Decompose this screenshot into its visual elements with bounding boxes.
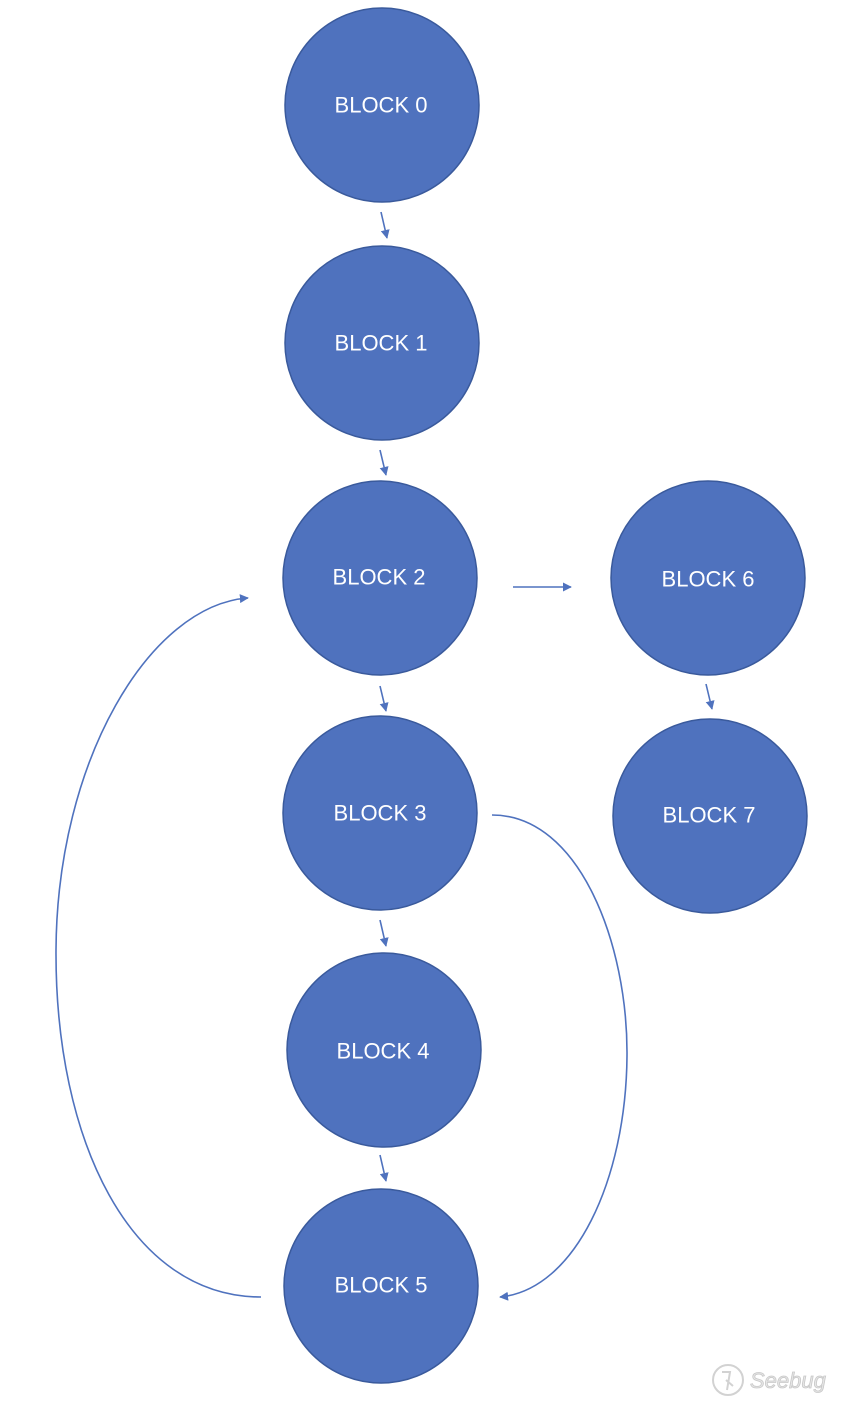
watermark: Seebug xyxy=(712,1364,827,1396)
node-label: BLOCK 2 xyxy=(333,565,426,590)
node-block-1: BLOCK 1 xyxy=(284,245,480,441)
edge-block-2-to-block-3 xyxy=(379,685,389,712)
edge-block-1-to-block-2 xyxy=(379,449,389,476)
node-label: BLOCK 6 xyxy=(662,567,755,592)
node-block-2: BLOCK 2 xyxy=(282,480,478,676)
node-block-3: BLOCK 3 xyxy=(282,715,478,911)
node-label: BLOCK 3 xyxy=(334,801,427,826)
node-block-0: BLOCK 0 xyxy=(284,7,480,203)
seebug-logo-icon xyxy=(712,1364,744,1396)
node-label: BLOCK 7 xyxy=(663,803,756,828)
node-label: BLOCK 4 xyxy=(337,1039,430,1064)
node-block-6: BLOCK 6 xyxy=(610,480,806,676)
node-label: BLOCK 5 xyxy=(335,1273,428,1298)
edge-block-3-to-block-4 xyxy=(379,919,389,947)
node-block-4: BLOCK 4 xyxy=(286,952,482,1148)
node-label: BLOCK 1 xyxy=(335,331,428,356)
node-block-5: BLOCK 5 xyxy=(283,1188,479,1384)
edge-block-5-to-block-2 xyxy=(55,594,262,1298)
nodes: BLOCK 0 BLOCK 1 BLOCK 2 BLOCK 3 BLOCK 4 … xyxy=(282,7,808,1384)
edges xyxy=(55,211,715,1301)
edge-block-6-to-block-7 xyxy=(705,683,715,710)
edge-block-4-to-block-5 xyxy=(379,1154,389,1182)
edge-block-3-to-block-5 xyxy=(491,814,628,1301)
edge-block-0-to-block-1 xyxy=(380,211,390,239)
node-label: BLOCK 0 xyxy=(335,93,428,118)
watermark-text: Seebug xyxy=(750,1368,827,1393)
node-block-7: BLOCK 7 xyxy=(612,718,808,914)
